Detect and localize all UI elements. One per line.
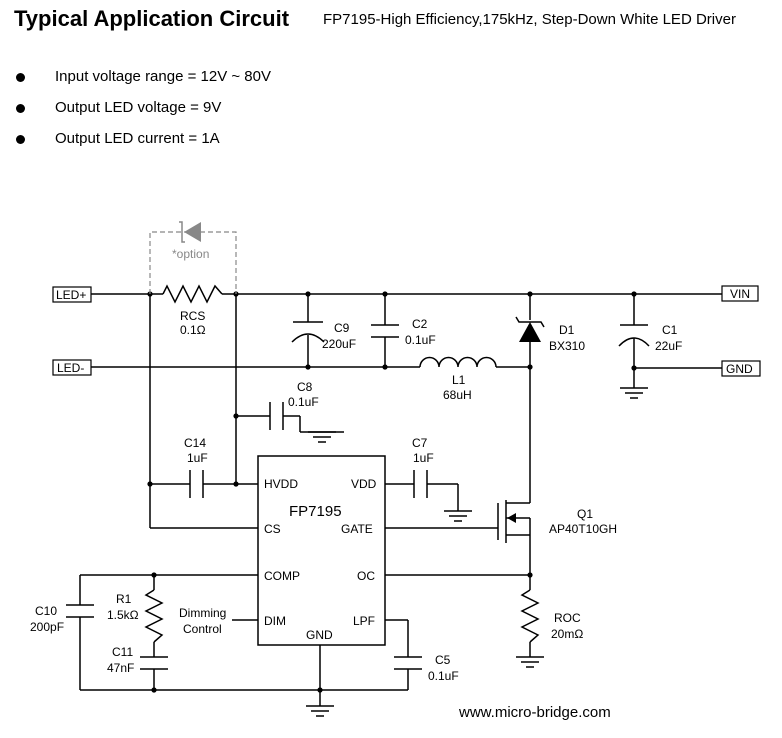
capacitor-c5: C5 0.1uF bbox=[394, 653, 459, 683]
capacitor-c8: C8 0.1uF bbox=[269, 380, 319, 430]
terminal-gnd: GND bbox=[721, 360, 761, 377]
terminal-led-plus-label: LED+ bbox=[56, 288, 86, 302]
dimming-label-line2: Control bbox=[183, 622, 222, 636]
capacitor-c10: C10 200pF bbox=[30, 604, 94, 634]
wires bbox=[79, 293, 722, 706]
terminal-led-minus-label: LED- bbox=[57, 361, 84, 375]
pin-lpf: LPF bbox=[353, 614, 375, 628]
mosfet-q1: Q1 AP40T10GH bbox=[497, 500, 617, 543]
c7-value: 1uF bbox=[413, 451, 434, 465]
page-subtitle: FP7195-High Efficiency,175kHz, Step-Down… bbox=[323, 11, 736, 28]
junctions bbox=[147, 291, 637, 693]
ground-icon bbox=[443, 510, 473, 522]
c10-name: C10 bbox=[35, 604, 57, 618]
ground-icon bbox=[619, 387, 649, 399]
ground-icon bbox=[305, 705, 335, 717]
pin-vdd: VDD bbox=[351, 477, 377, 491]
c11-name: C11 bbox=[112, 645, 133, 659]
bullet-icon bbox=[16, 135, 25, 144]
c8-value: 0.1uF bbox=[288, 395, 319, 409]
terminal-vin: VIN bbox=[721, 285, 759, 302]
rcs-value: 0.1Ω bbox=[180, 323, 206, 337]
pin-comp: COMP bbox=[264, 569, 300, 583]
c1-value: 22uF bbox=[655, 339, 682, 353]
r1-name: R1 bbox=[116, 592, 132, 606]
pin-gate: GATE bbox=[341, 522, 373, 536]
c8-name: C8 bbox=[297, 380, 313, 394]
resistor-r1: R1 1.5kΩ bbox=[107, 589, 164, 643]
c11-value: 47nF bbox=[107, 661, 134, 675]
q1-name: Q1 bbox=[577, 507, 593, 521]
terminal-vin-label: VIN bbox=[730, 287, 750, 301]
inductor-l1: L1 68uH bbox=[419, 356, 497, 402]
pin-oc: OC bbox=[357, 569, 375, 583]
capacitor-c11: C11 47nF bbox=[107, 645, 168, 675]
capacitor-c14: C14 1uF bbox=[184, 436, 208, 498]
c1-name: C1 bbox=[662, 323, 678, 337]
pin-cs: CS bbox=[264, 522, 281, 536]
capacitor-c1: C1 22uF bbox=[618, 323, 682, 353]
ground-icon bbox=[307, 431, 337, 443]
page-title: Typical Application Circuit bbox=[14, 6, 290, 31]
d1-value: BX310 bbox=[549, 339, 585, 353]
resistor-rcs: RCS 0.1Ω bbox=[162, 284, 223, 337]
spec-text: Output LED current = 1A bbox=[55, 130, 220, 147]
roc-value: 20mΩ bbox=[551, 627, 583, 641]
c2-value: 0.1uF bbox=[405, 333, 436, 347]
c5-name: C5 bbox=[435, 653, 451, 667]
bullet-icon bbox=[16, 73, 25, 82]
c9-value: 220uF bbox=[322, 337, 356, 351]
resistor-roc: ROC 20mΩ bbox=[520, 589, 583, 643]
terminal-led-minus: LED- bbox=[52, 359, 92, 376]
c5-value: 0.1uF bbox=[428, 669, 459, 683]
option-diode: *option bbox=[149, 221, 237, 294]
pin-gnd: GND bbox=[306, 628, 333, 642]
roc-name: ROC bbox=[554, 611, 581, 625]
c14-value: 1uF bbox=[187, 451, 208, 465]
spec-text: Input voltage range = 12V ~ 80V bbox=[55, 68, 271, 85]
spec-item: Input voltage range = 12V ~ 80V bbox=[14, 68, 271, 99]
l1-value: 68uH bbox=[443, 388, 472, 402]
terminal-gnd-label: GND bbox=[726, 362, 753, 376]
option-label: *option bbox=[172, 247, 209, 261]
pin-dim: DIM bbox=[264, 614, 286, 628]
q1-value: AP40T10GH bbox=[549, 522, 617, 536]
diode-d1: D1 BX310 bbox=[515, 316, 585, 353]
capacitor-c7: C7 1uF bbox=[412, 436, 434, 498]
l1-name: L1 bbox=[452, 373, 466, 387]
rcs-name: RCS bbox=[180, 309, 205, 323]
website-url: www.micro-bridge.com bbox=[459, 704, 611, 721]
r1-value: 1.5kΩ bbox=[107, 608, 139, 622]
spec-text: Output LED voltage = 9V bbox=[55, 99, 222, 116]
capacitor-c2: C2 0.1uF bbox=[371, 317, 436, 347]
spec-item: Output LED current = 1A bbox=[14, 130, 271, 161]
ground-icon bbox=[515, 656, 545, 668]
c9-name: C9 bbox=[334, 321, 350, 335]
spec-item: Output LED voltage = 9V bbox=[14, 99, 271, 130]
c14-name: C14 bbox=[184, 436, 206, 450]
capacitor-c9: C9 220uF bbox=[291, 321, 356, 351]
c7-name: C7 bbox=[412, 436, 428, 450]
c10-value: 200pF bbox=[30, 620, 64, 634]
ic-fp7195: FP7195 HVDD VDD CS GATE COMP OC DIM LPF … bbox=[257, 455, 386, 646]
terminal-led-plus: LED+ bbox=[52, 286, 92, 303]
bullet-icon bbox=[16, 104, 25, 113]
pin-hvdd: HVDD bbox=[264, 477, 298, 491]
c2-name: C2 bbox=[412, 317, 428, 331]
spec-list: Input voltage range = 12V ~ 80V Output L… bbox=[14, 68, 271, 161]
dimming-label-line1: Dimming bbox=[179, 606, 226, 620]
d1-name: D1 bbox=[559, 323, 575, 337]
ic-name: FP7195 bbox=[289, 503, 342, 520]
